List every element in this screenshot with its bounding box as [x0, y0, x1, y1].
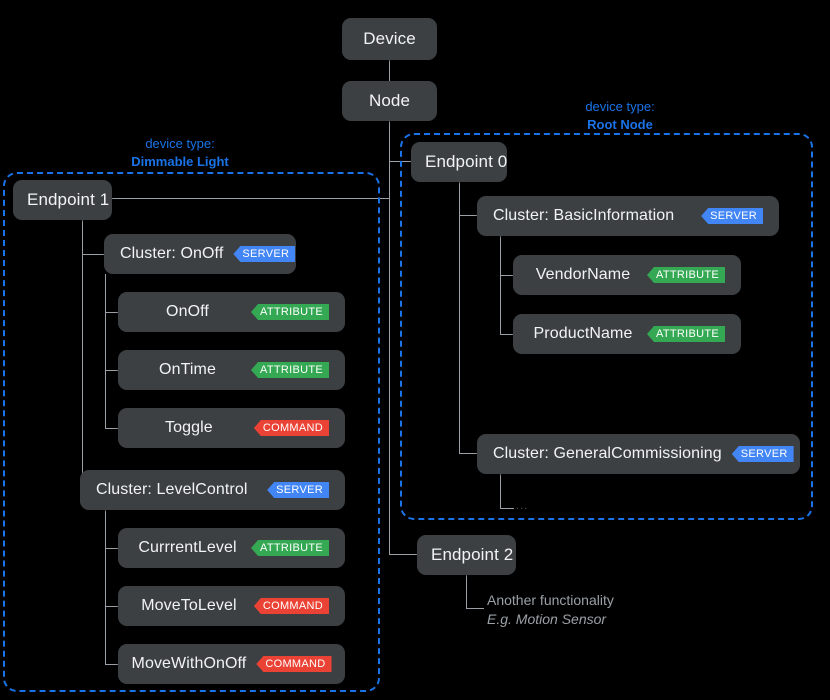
connector-endpoint2-spine	[466, 575, 467, 608]
node-device[interactable]: Device	[342, 18, 437, 60]
endpoint-2-note-line1: Another functionality	[487, 592, 614, 608]
connector-endpoint0-spine	[459, 182, 460, 453]
endpoint-2-note-line2: E.g. Motion Sensor	[487, 611, 607, 627]
connector-generalcomm-spine	[500, 473, 501, 508]
node-cluster-generalcommissioning[interactable]: Cluster: GeneralCommissioning SERVER	[477, 434, 800, 474]
connector-levelcontrol-leaf-1	[105, 548, 119, 549]
badge-command: COMMAND	[253, 420, 329, 436]
node-command-toggle[interactable]: Toggle COMMAND	[118, 408, 345, 448]
node-node-label: Node	[368, 91, 411, 110]
endpoint-2-label: Endpoint 2	[431, 545, 514, 564]
node-attribute-onoff[interactable]: OnOff ATTRIBUTE	[118, 292, 345, 332]
connector-levelcontrol-spine	[105, 510, 106, 664]
node-attribute-ontime[interactable]: OnTime ATTRIBUTE	[118, 350, 345, 390]
connector-trunk-endpoint2	[389, 554, 417, 555]
connector-trunk-endpoint1	[112, 198, 390, 199]
command-toggle-label: Toggle	[165, 419, 213, 436]
badge-attribute: ATTRIBUTE	[647, 326, 725, 342]
connector-levelcontrol-leaf-3	[105, 664, 119, 665]
device-type-prefix: device type:	[145, 136, 215, 151]
node-cluster-onoff[interactable]: Cluster: OnOff SERVER	[104, 234, 296, 274]
node-attribute-productname[interactable]: ProductName ATTRIBUTE	[513, 314, 741, 354]
device-type-prefix: device type:	[585, 99, 655, 114]
attribute-productname-label: ProductName	[533, 325, 633, 342]
cluster-onoff-label: Cluster: OnOff	[120, 245, 224, 262]
endpoint-1-label: Endpoint 1	[27, 190, 110, 209]
node-command-movetolevel[interactable]: MoveToLevel COMMAND	[118, 586, 345, 626]
badge-attribute: ATTRIBUTE	[647, 267, 725, 283]
connector-generalcomm-ellipsis	[500, 508, 514, 509]
command-movetolevel-label: MoveToLevel	[141, 597, 237, 614]
connector-endpoint1-onoff	[82, 254, 104, 255]
connector-endpoint0-basicinfo	[459, 215, 477, 216]
badge-command: COMMAND	[253, 598, 329, 614]
node-endpoint-0[interactable]: Endpoint 0	[411, 142, 507, 182]
command-movewithonoff-label: MoveWithOnOff	[131, 655, 247, 672]
connector-basicinfo-leaf-2	[500, 334, 514, 335]
connector-basicinfo-leaf-1	[500, 275, 514, 276]
attribute-currentlevel-label: CurrrentLevel	[138, 539, 237, 556]
badge-attribute: ATTRIBUTE	[251, 362, 329, 378]
badge-server: SERVER	[233, 246, 296, 262]
device-type-label-dimmable-light: device type: Dimmable Light	[105, 135, 255, 171]
connector-onoff-spine	[105, 274, 106, 428]
generalcommissioning-ellipsis: ...	[516, 500, 529, 512]
badge-server: SERVER	[731, 446, 794, 462]
connector-onoff-leaf-3	[105, 428, 119, 429]
connector-onoff-leaf-2	[105, 370, 119, 371]
badge-attribute: ATTRIBUTE	[251, 540, 329, 556]
connector-node-trunk	[389, 121, 390, 555]
connector-endpoint2-note	[466, 608, 484, 609]
connector-endpoint1-spine	[82, 218, 83, 490]
badge-attribute: ATTRIBUTE	[251, 304, 329, 320]
connector-levelcontrol-leaf-2	[105, 606, 119, 607]
attribute-ontime-label: OnTime	[159, 361, 216, 378]
cluster-generalcommissioning-label: Cluster: GeneralCommissioning	[493, 445, 722, 462]
device-type-name: Root Node	[587, 117, 653, 132]
node-attribute-currentlevel[interactable]: CurrrentLevel ATTRIBUTE	[118, 528, 345, 568]
device-type-label-root-node: device type: Root Node	[545, 98, 695, 134]
endpoint-0-label: Endpoint 0	[425, 152, 508, 171]
device-type-name: Dimmable Light	[131, 154, 229, 169]
connector-onoff-leaf-1	[105, 312, 119, 313]
badge-server: SERVER	[701, 208, 763, 224]
cluster-basicinformation-label: Cluster: BasicInformation	[493, 207, 675, 224]
node-command-movewithonoff[interactable]: MoveWithOnOff COMMAND	[118, 644, 345, 684]
node-endpoint-2[interactable]: Endpoint 2	[417, 535, 516, 575]
attribute-vendorname-label: VendorName	[535, 266, 631, 283]
connector-device-node	[389, 60, 390, 81]
attribute-onoff-label: OnOff	[166, 303, 209, 320]
node-attribute-vendorname[interactable]: VendorName ATTRIBUTE	[513, 255, 741, 295]
connector-basicinfo-spine	[500, 235, 501, 334]
node-cluster-basicinformation[interactable]: Cluster: BasicInformation SERVER	[477, 196, 779, 236]
connector-trunk-endpoint0	[389, 161, 412, 162]
node-cluster-levelcontrol[interactable]: Cluster: LevelControl SERVER	[80, 470, 345, 510]
node-node[interactable]: Node	[342, 81, 437, 121]
node-endpoint-1[interactable]: Endpoint 1	[13, 180, 112, 220]
badge-server: SERVER	[267, 482, 329, 498]
cluster-levelcontrol-label: Cluster: LevelControl	[96, 481, 248, 498]
badge-command: COMMAND	[256, 656, 332, 672]
connector-endpoint0-generalcomm	[459, 453, 477, 454]
node-device-label: Device	[363, 29, 416, 48]
endpoint-2-note: Another functionality E.g. Motion Sensor	[487, 591, 614, 629]
